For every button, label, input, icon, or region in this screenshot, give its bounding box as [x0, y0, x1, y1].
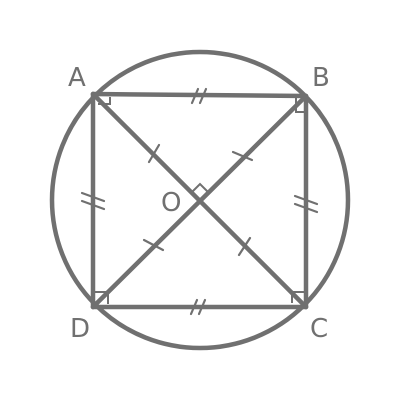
circumscribed-circle [49, 49, 351, 351]
vertex-label-d: D [70, 314, 90, 344]
vertex-label-b: B [312, 63, 330, 93]
diagonal-bd [90, 93, 309, 310]
tick-od [142, 238, 165, 252]
side-bc-double-tick [293, 194, 319, 214]
side-da-double-tick [80, 191, 106, 211]
corner-mark-c [291, 291, 305, 303]
corner-mark-a [98, 97, 111, 105]
corner-mark-d [95, 291, 109, 304]
right-angle-mark-o [191, 182, 209, 193]
tick-oc [237, 236, 252, 257]
side-cd-double-tick [189, 298, 207, 316]
side-ab-double-tick [190, 87, 208, 105]
vertex-label-a: A [68, 63, 86, 93]
side-ab [90, 91, 309, 99]
center-label-o: O [161, 188, 181, 218]
corner-mark-b [295, 98, 304, 113]
tick-oa [147, 143, 161, 164]
tick-ob [231, 150, 254, 162]
vertex-label-c: C [310, 314, 328, 344]
